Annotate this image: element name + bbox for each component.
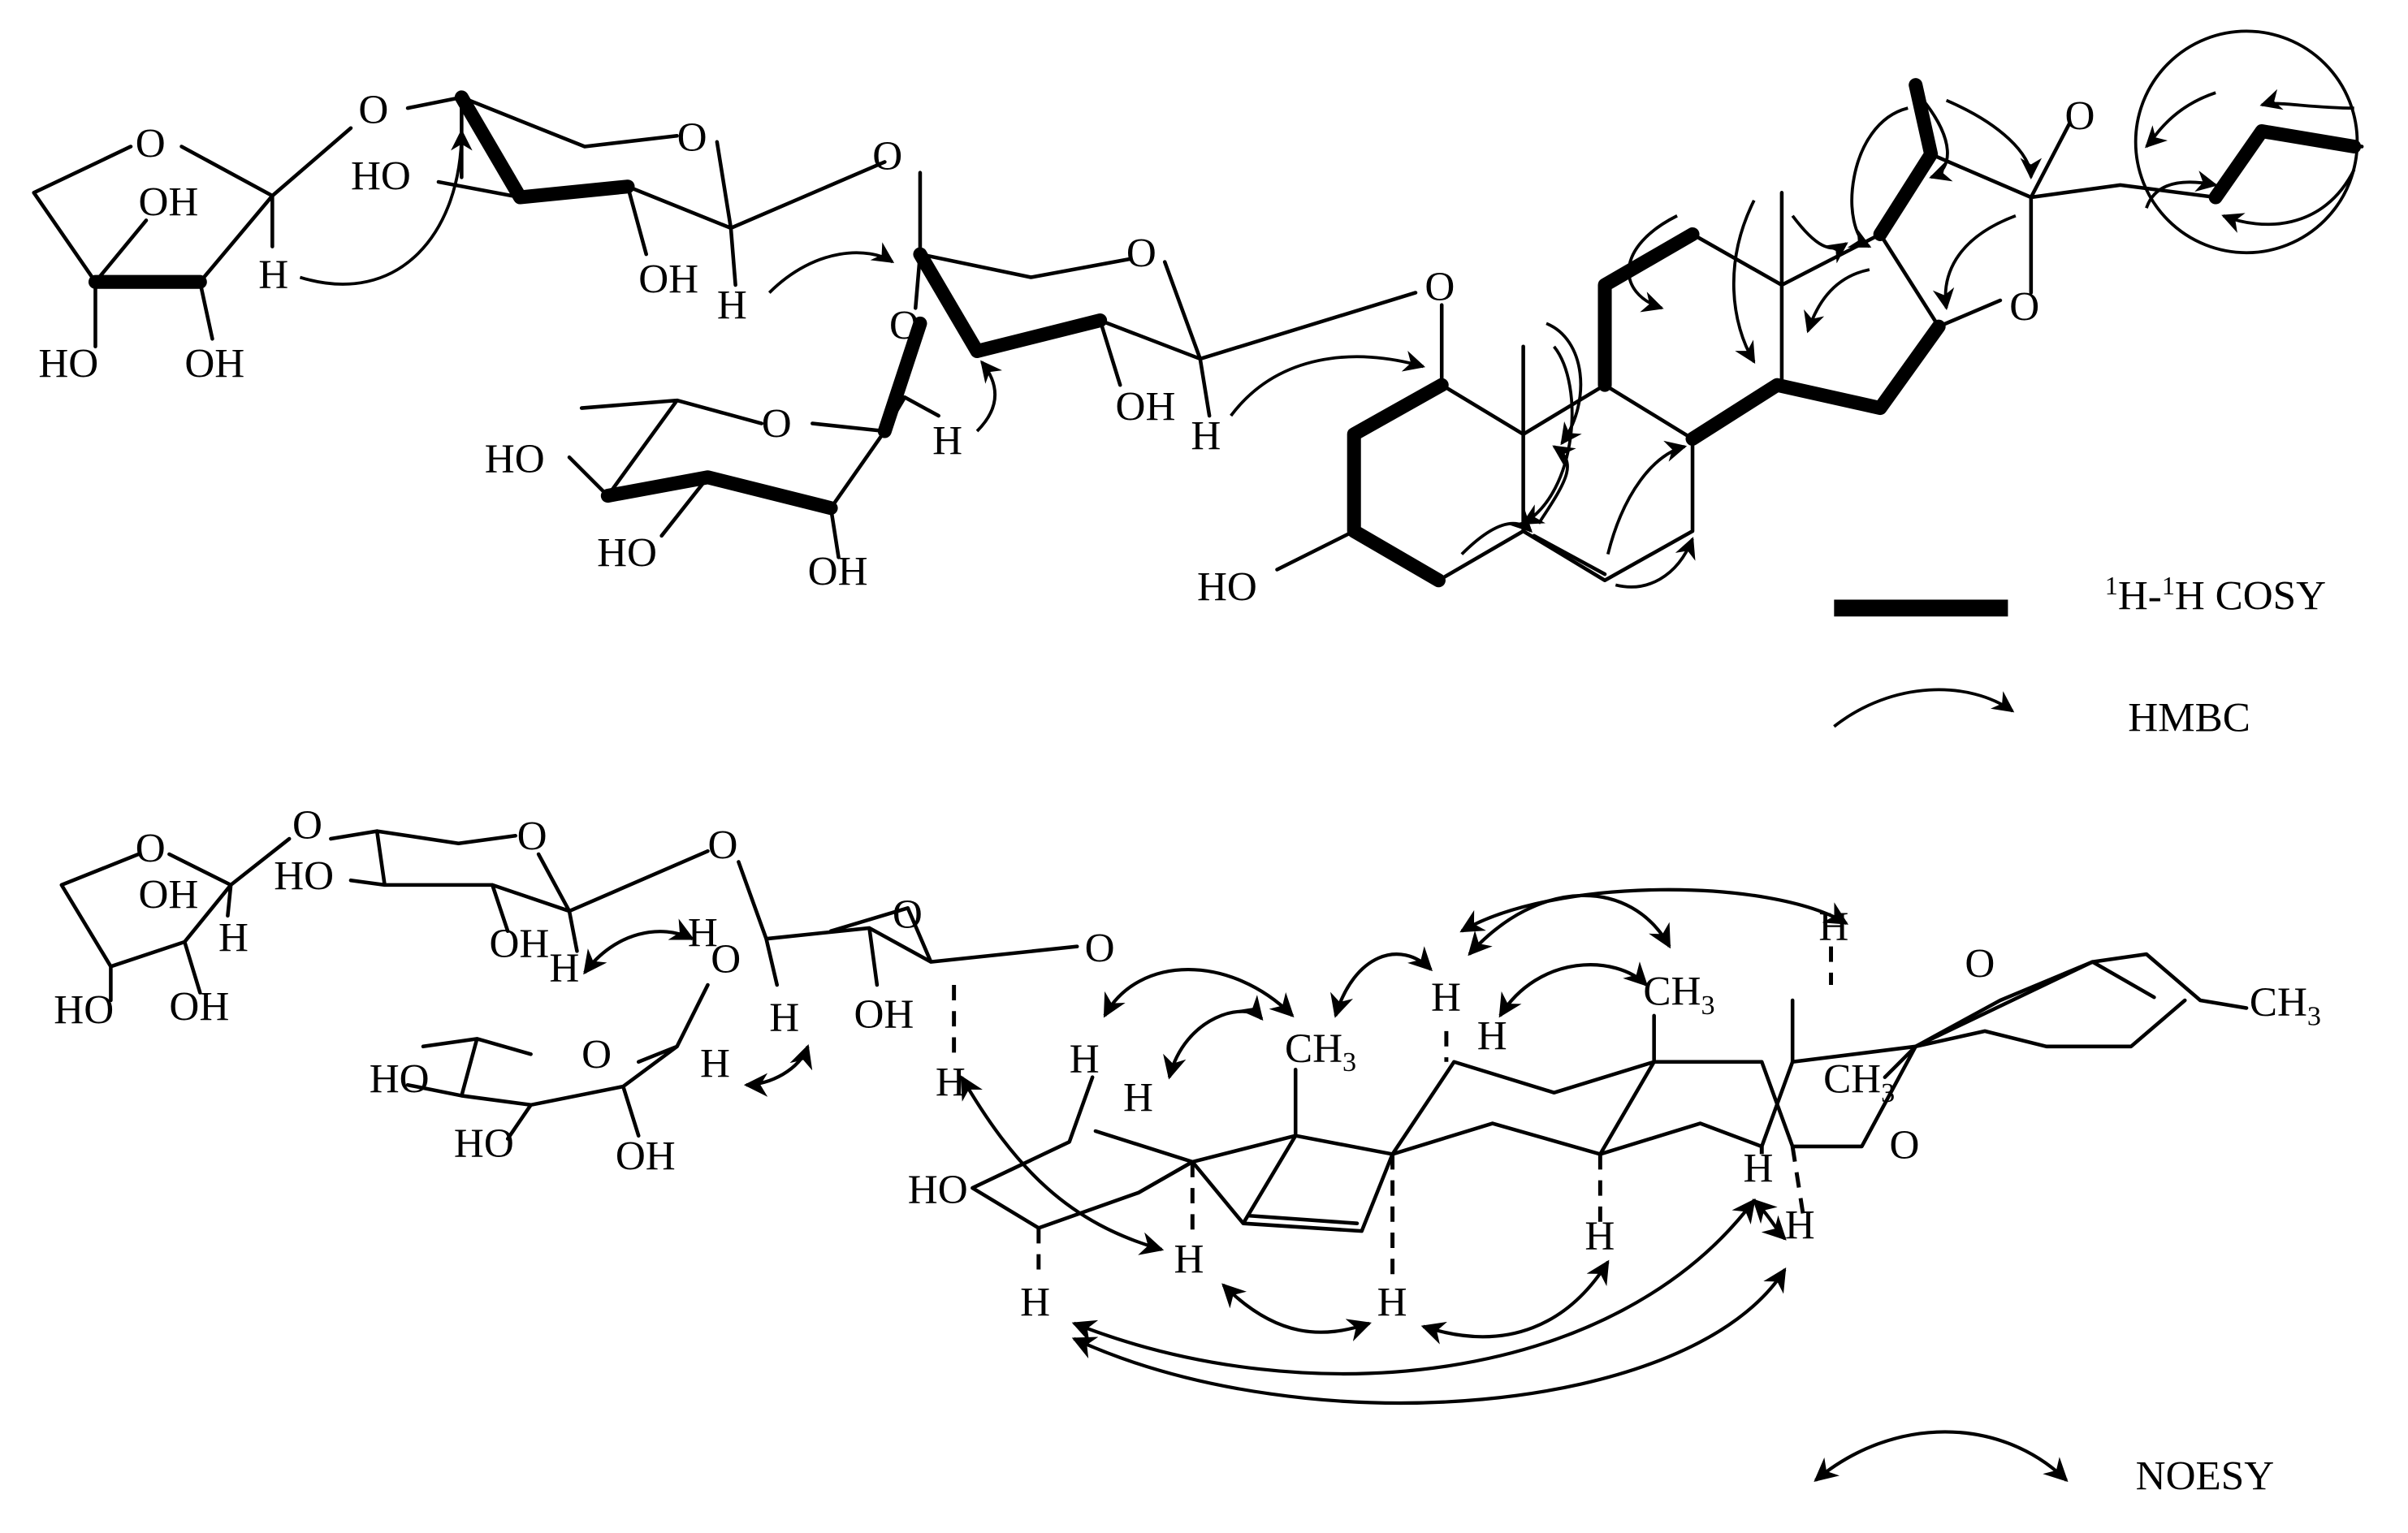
- hmbc-legend-arrow: [1833, 688, 2015, 728]
- label: O: [2065, 93, 2095, 140]
- top-aglycone: [1275, 78, 2364, 588]
- methyl-label: CH3: [1285, 1026, 1356, 1077]
- label: H: [1174, 1236, 1204, 1282]
- label: HO: [1197, 564, 1257, 610]
- label: O: [1424, 264, 1455, 310]
- label: O: [1085, 926, 1115, 972]
- label: OH: [489, 921, 549, 967]
- label: HO: [597, 530, 657, 576]
- label: OH: [139, 871, 199, 918]
- label: H: [1020, 1279, 1050, 1325]
- label: HO: [54, 987, 114, 1033]
- top-xylose-1: [405, 90, 887, 287]
- label: O: [1965, 941, 1995, 987]
- label: O: [292, 802, 322, 849]
- label: HO: [908, 1167, 968, 1213]
- noesy-legend-arrow: [1814, 1430, 2069, 1483]
- label: H: [1431, 974, 1461, 1021]
- label: HO: [485, 436, 545, 482]
- label: O: [872, 133, 902, 179]
- methyl-label: CH3: [2250, 979, 2321, 1031]
- label: O: [2009, 284, 2039, 330]
- label: H: [1123, 1074, 1153, 1121]
- label: O: [517, 813, 547, 859]
- label: OH: [616, 1133, 676, 1179]
- label: O: [358, 87, 388, 133]
- label: HO: [274, 853, 334, 900]
- label: OH: [808, 548, 868, 594]
- top-rhamnose: [567, 316, 940, 559]
- label: H: [688, 910, 718, 957]
- label: OH: [854, 991, 914, 1038]
- label: H: [936, 1059, 966, 1105]
- label: HO: [454, 1121, 514, 1167]
- label: O: [889, 302, 919, 348]
- label: O: [762, 401, 792, 447]
- label: O: [136, 825, 166, 871]
- label: HO: [351, 153, 411, 200]
- label: H: [717, 283, 747, 329]
- label: H: [700, 1041, 730, 1087]
- noesy-legend-label: NOESY: [2136, 1453, 2274, 1499]
- top-structure: O OH HO OH H O HO O OH H O O O OH H O H …: [32, 29, 2364, 610]
- label: H: [1377, 1279, 1407, 1325]
- methyl-label: CH3: [1643, 969, 1714, 1021]
- label: H: [1070, 1036, 1100, 1082]
- label: O: [893, 892, 923, 938]
- label: O: [1890, 1122, 1920, 1168]
- label: HO: [370, 1056, 430, 1103]
- bottom-noesy-arrows: [583, 887, 1848, 1405]
- label: H: [549, 945, 579, 991]
- label: OH: [184, 341, 244, 387]
- top-arabinofuranose: [32, 126, 353, 349]
- label: H: [1477, 1013, 1507, 1060]
- label: O: [708, 823, 738, 869]
- cosy-legend-label: 1H-1H COSY: [2105, 571, 2326, 620]
- label: O: [1126, 230, 1156, 276]
- label: H: [258, 252, 288, 298]
- label: H: [769, 995, 799, 1041]
- label: OH: [1116, 384, 1176, 430]
- label: H: [218, 914, 249, 961]
- label: OH: [139, 179, 199, 226]
- label: OH: [169, 984, 229, 1030]
- hmbc-legend-label: HMBC: [2128, 694, 2250, 741]
- methyl-label: CH3: [1823, 1056, 1895, 1108]
- label: H: [1191, 413, 1221, 460]
- label: O: [581, 1031, 612, 1077]
- legend: 1H-1H COSY HMBC NOESY: [1814, 571, 2326, 1499]
- label: H: [1744, 1146, 1774, 1192]
- label: H: [1785, 1203, 1815, 1249]
- top-hmbc-arrows: [299, 29, 2359, 589]
- label: O: [677, 114, 707, 161]
- label: H: [1584, 1213, 1615, 1259]
- top-xylose-2: [913, 171, 1418, 418]
- label: H: [1818, 904, 1848, 950]
- label: H: [932, 417, 962, 464]
- bottom-structure: O OH HO OH H O HO O OH H O H O O H OH H …: [54, 802, 2321, 1405]
- label: OH: [638, 256, 698, 302]
- label: O: [136, 121, 166, 167]
- label: HO: [38, 341, 98, 387]
- label: O: [711, 936, 741, 982]
- bottom-sugars: [59, 829, 1079, 1141]
